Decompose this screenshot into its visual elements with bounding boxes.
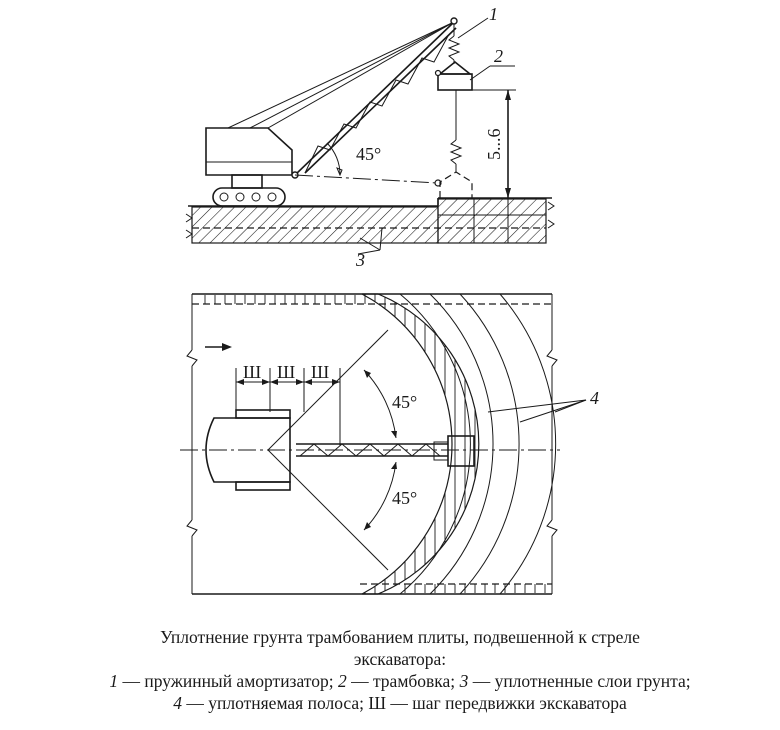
boom (294, 21, 455, 176)
step-label-1: Ш (243, 362, 261, 382)
caption-text-1: — пружинный амортизатор; (118, 671, 338, 691)
drop-height-label: 5...6 (484, 129, 504, 161)
caption-text-2: — трамбовка; (346, 671, 460, 691)
side-elevation-view: 45° 1 2 5...6 3 (185, 4, 555, 270)
label-spring: 1 (489, 4, 498, 24)
caption-line-1: Уплотнение грунта трамбованием плиты, по… (160, 627, 640, 647)
figure-caption: Уплотнение грунта трамбованием плиты, по… (40, 626, 760, 714)
caption-num-3: 3 (459, 671, 469, 691)
caption-text-3: — уплотненные слои грунта; (468, 671, 691, 691)
label-compaction-strip: 4 (590, 388, 599, 408)
soil-compaction-diagram: 45° 1 2 5...6 3 (180, 4, 599, 595)
step-label-3: Ш (311, 362, 329, 382)
step-label-2: Ш (277, 362, 295, 382)
caption-line-4: 4 — уплотняемая полоса; Ш — шаг передвиж… (40, 692, 760, 714)
caption-num-1: 1 (109, 671, 119, 691)
tamper-plate (437, 73, 473, 91)
caption-text-4: — уплотняемая полоса; Ш — шаг передвижки… (182, 693, 627, 713)
plan-angle-upper-label: 45° (392, 392, 417, 412)
caption-num-2: 2 (337, 671, 347, 691)
caption-line-2: экскаватора: (353, 649, 447, 669)
label-compacted-layers: 3 (355, 250, 365, 270)
plan-angle-lower-label: 45° (392, 488, 417, 508)
compacted-arc-band (361, 293, 480, 595)
label-tamper: 2 (494, 46, 503, 66)
caption-line-3: 1 — пружинный амортизатор; 2 — трамбовка… (40, 670, 760, 692)
crawler-track (212, 187, 286, 207)
excavator-cab (205, 127, 293, 176)
caption-num-4: 4 (173, 693, 182, 713)
boom-angle-label: 45° (356, 144, 381, 164)
plan-view: Ш Ш Ш 45° 45° 4 (180, 293, 599, 595)
